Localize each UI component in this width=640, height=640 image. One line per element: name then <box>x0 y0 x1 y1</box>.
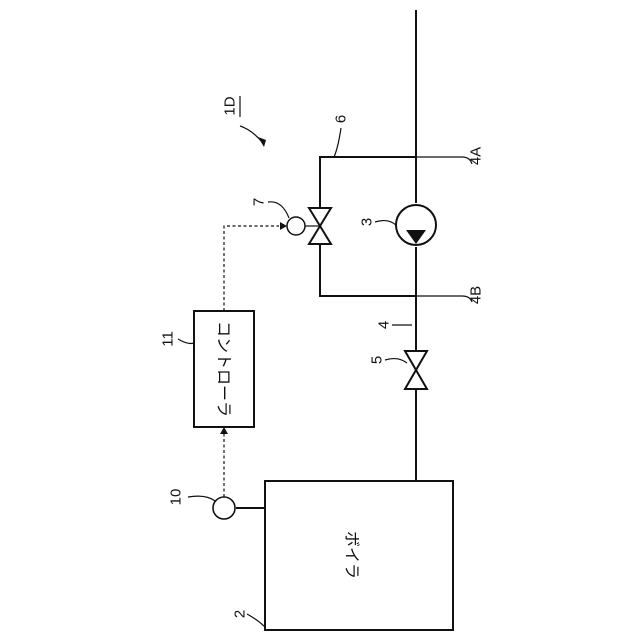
leader-line-2 <box>247 614 265 627</box>
figure-pointer-arrowhead <box>258 137 266 147</box>
pump-direction-triangle <box>406 230 426 244</box>
leader-line-5 <box>385 359 407 363</box>
signal-arrow-into-valve <box>280 222 287 230</box>
leader-line-6 <box>334 128 341 157</box>
ref-2: 2 <box>232 610 249 618</box>
ref-10: 10 <box>168 489 185 506</box>
signal-arrow-into-controller <box>220 427 228 434</box>
shutoff-valve <box>405 351 427 389</box>
signal-controller-to-valve <box>224 226 279 311</box>
leader-line-10 <box>188 496 215 501</box>
ref-4: 4 <box>376 321 393 329</box>
ref-3: 3 <box>359 218 376 226</box>
figure-pointer-line <box>240 126 262 142</box>
ref-11: 11 <box>160 331 177 347</box>
ref-5: 5 <box>369 356 386 364</box>
controller-label: コントローラ <box>215 321 234 417</box>
leader-line-4A <box>416 157 472 164</box>
ref-4A: 4A <box>468 147 485 165</box>
leader-line-4B <box>416 296 472 302</box>
valve-actuator <box>287 217 305 235</box>
ref-4B: 4B <box>468 286 485 304</box>
pump <box>396 205 436 245</box>
sensor <box>213 497 235 519</box>
leader-line-3 <box>375 221 396 225</box>
figure-ref: 1D <box>222 96 239 115</box>
leader-line-11 <box>178 339 194 344</box>
control-valve <box>287 208 331 244</box>
ref-7: 7 <box>251 198 268 206</box>
leader-line-7 <box>268 202 289 218</box>
ref-6: 6 <box>333 115 350 123</box>
boiler-label: ボイラ <box>343 531 362 579</box>
